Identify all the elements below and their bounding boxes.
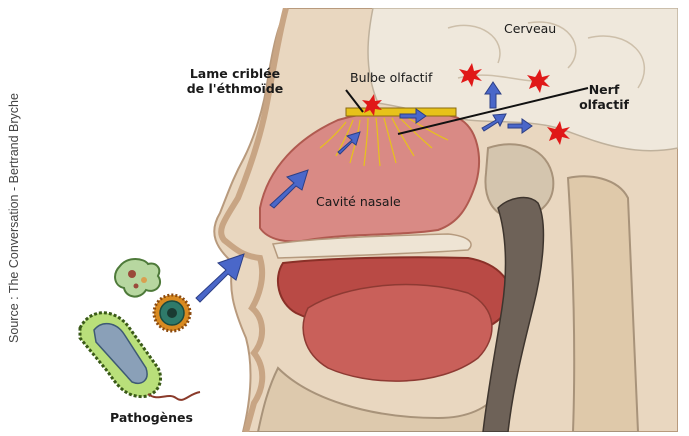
source-credit: Source : The Conversation - Bertrand Bry…: [6, 8, 22, 428]
spine: [568, 176, 638, 432]
label-cavite-nasale: Cavité nasale: [316, 194, 401, 209]
anatomy-illustration: Lame criblée de l'éthmoïde Bulbe olfacti…: [28, 8, 678, 432]
label-lame-criblee: Lame criblée de l'éthmoïde: [164, 66, 306, 96]
label-lame-criblee-line2: de l'éthmoïde: [164, 81, 306, 96]
pathogen-virus: [154, 295, 190, 331]
tongue: [303, 285, 492, 382]
label-nerf-olfactif: Nerf olfactif: [574, 82, 634, 112]
label-pathogenes: Pathogènes: [110, 410, 193, 425]
pathogen-amoeba: [115, 259, 160, 297]
label-cerveau: Cerveau: [504, 21, 556, 36]
label-nerf-line1: Nerf: [574, 82, 634, 97]
label-lame-criblee-line1: Lame criblée: [164, 66, 306, 81]
label-nerf-line2: olfactif: [574, 97, 634, 112]
label-bulbe-olfactif: Bulbe olfactif: [350, 70, 432, 85]
